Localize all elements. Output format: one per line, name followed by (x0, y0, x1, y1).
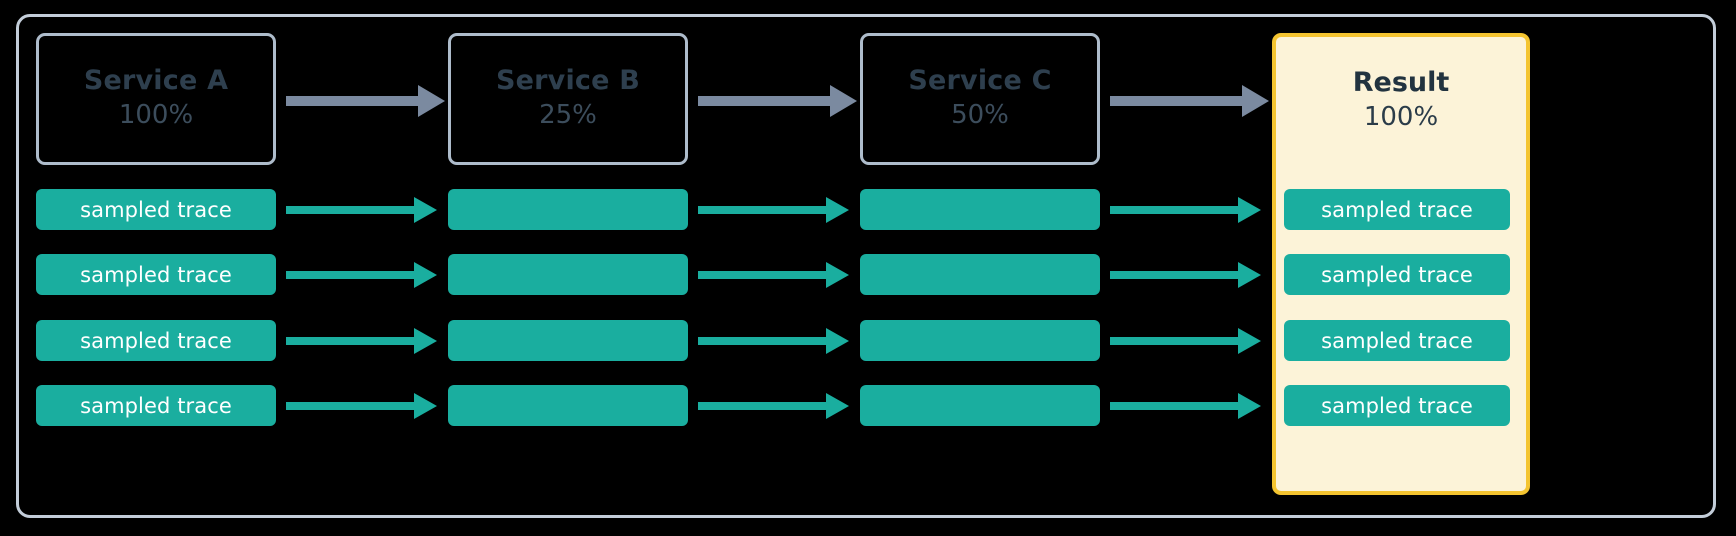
arrow-trace-b-to-c-row1 (698, 197, 849, 223)
trace-bar-b-1[interactable] (448, 189, 688, 230)
arrow-trace-c-to-result-row2 (1110, 262, 1261, 288)
arrow-service-a-to-b (286, 85, 445, 117)
arrow-trace-a-to-b-row3 (286, 328, 437, 354)
column-service-a: Service A 100% sampled trace sampled tra… (36, 0, 276, 536)
trace-label-a-1: sampled trace (80, 197, 232, 222)
trace-bar-c-3[interactable] (860, 320, 1100, 361)
arrow-trace-a-to-b-row1 (286, 197, 437, 223)
trace-bar-result-3[interactable]: sampled trace (1284, 320, 1510, 361)
trace-bar-b-2[interactable] (448, 254, 688, 295)
trace-label-a-2: sampled trace (80, 262, 232, 287)
trace-label-result-4: sampled trace (1321, 393, 1473, 418)
trace-label-result-3: sampled trace (1321, 328, 1473, 353)
service-b-percent: 25% (539, 100, 597, 131)
arrow-trace-a-to-b-row2 (286, 262, 437, 288)
arrow-trace-b-to-c-row4 (698, 393, 849, 419)
trace-label-a-3: sampled trace (80, 328, 232, 353)
trace-bar-result-4[interactable]: sampled trace (1284, 385, 1510, 426)
trace-bar-a-1[interactable]: sampled trace (36, 189, 276, 230)
trace-label-result-2: sampled trace (1321, 262, 1473, 287)
column-service-c: Service C 50% (860, 0, 1100, 536)
trace-bar-a-4[interactable]: sampled trace (36, 385, 276, 426)
arrow-trace-c-to-result-row1 (1110, 197, 1261, 223)
service-c-percent: 50% (951, 100, 1009, 131)
arrow-service-c-to-result (1110, 85, 1269, 117)
service-box-b[interactable]: Service B 25% (448, 33, 688, 165)
result-header: Result 100% (1276, 37, 1526, 165)
trace-bar-c-2[interactable] (860, 254, 1100, 295)
arrow-trace-c-to-result-row4 (1110, 393, 1261, 419)
arrow-service-b-to-c (698, 85, 857, 117)
service-a-percent: 100% (118, 100, 194, 131)
service-box-a[interactable]: Service A 100% (36, 33, 276, 165)
service-box-c[interactable]: Service C 50% (860, 33, 1100, 165)
trace-bar-a-3[interactable]: sampled trace (36, 320, 276, 361)
trace-label-a-4: sampled trace (80, 393, 232, 418)
service-c-title: Service C (908, 65, 1052, 97)
column-service-b: Service B 25% (448, 0, 688, 536)
result-percent: 100% (1363, 102, 1439, 133)
trace-label-result-1: sampled trace (1321, 197, 1473, 222)
arrow-trace-b-to-c-row3 (698, 328, 849, 354)
service-a-title: Service A (83, 65, 229, 97)
trace-bar-c-1[interactable] (860, 189, 1100, 230)
column-result: Result 100% sampled trace sampled trace … (1272, 0, 1530, 536)
arrow-trace-a-to-b-row4 (286, 393, 437, 419)
service-b-title: Service B (495, 65, 641, 97)
diagram-outer-frame (16, 14, 1716, 518)
trace-bar-b-3[interactable] (448, 320, 688, 361)
trace-bar-a-2[interactable]: sampled trace (36, 254, 276, 295)
arrow-trace-c-to-result-row3 (1110, 328, 1261, 354)
trace-bar-result-1[interactable]: sampled trace (1284, 189, 1510, 230)
trace-bar-b-4[interactable] (448, 385, 688, 426)
result-title: Result (1352, 67, 1450, 99)
trace-bar-result-2[interactable]: sampled trace (1284, 254, 1510, 295)
arrow-trace-b-to-c-row2 (698, 262, 849, 288)
trace-bar-c-4[interactable] (860, 385, 1100, 426)
